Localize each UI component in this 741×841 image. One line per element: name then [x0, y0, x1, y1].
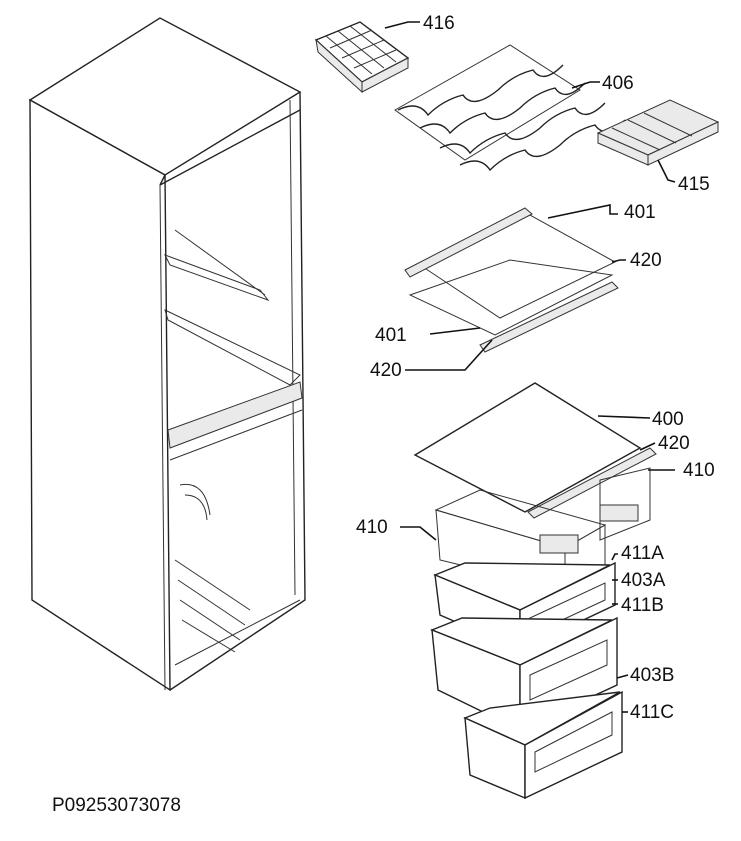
crisper-drawers-410 [434, 467, 651, 591]
label-420-left: 420 [370, 360, 402, 381]
freezer-tray [596, 99, 720, 166]
label-411A: 411A [621, 543, 664, 564]
label-416: 416 [423, 13, 455, 34]
label-403A: 403A [621, 570, 666, 591]
label-401-top: 401 [624, 202, 656, 223]
leader-lines [384, 21, 676, 713]
crisper-cover-glass [413, 382, 657, 519]
freezer-drawer-c [463, 690, 623, 800]
label-410-right: 410 [683, 460, 715, 481]
fridge-cabinet [28, 17, 306, 692]
label-406: 406 [602, 73, 634, 94]
label-410-left: 410 [356, 517, 388, 538]
label-401-left: 401 [375, 325, 407, 346]
label-411C: 411C [630, 702, 674, 723]
glass-shelf-assembly [404, 207, 619, 353]
part-labels: 416 406 415 401 420 401 420 400 420 410 … [52, 13, 715, 816]
ice-cube-tray [314, 21, 410, 94]
drawing-code: P09253073078 [52, 795, 181, 816]
label-420-top: 420 [630, 250, 662, 271]
label-400: 400 [652, 409, 684, 430]
label-403B: 403B [630, 665, 674, 686]
bottle-rack [394, 44, 626, 172]
label-415: 415 [678, 174, 710, 195]
label-411B: 411B [621, 595, 664, 616]
label-420-crisper: 420 [658, 433, 690, 454]
